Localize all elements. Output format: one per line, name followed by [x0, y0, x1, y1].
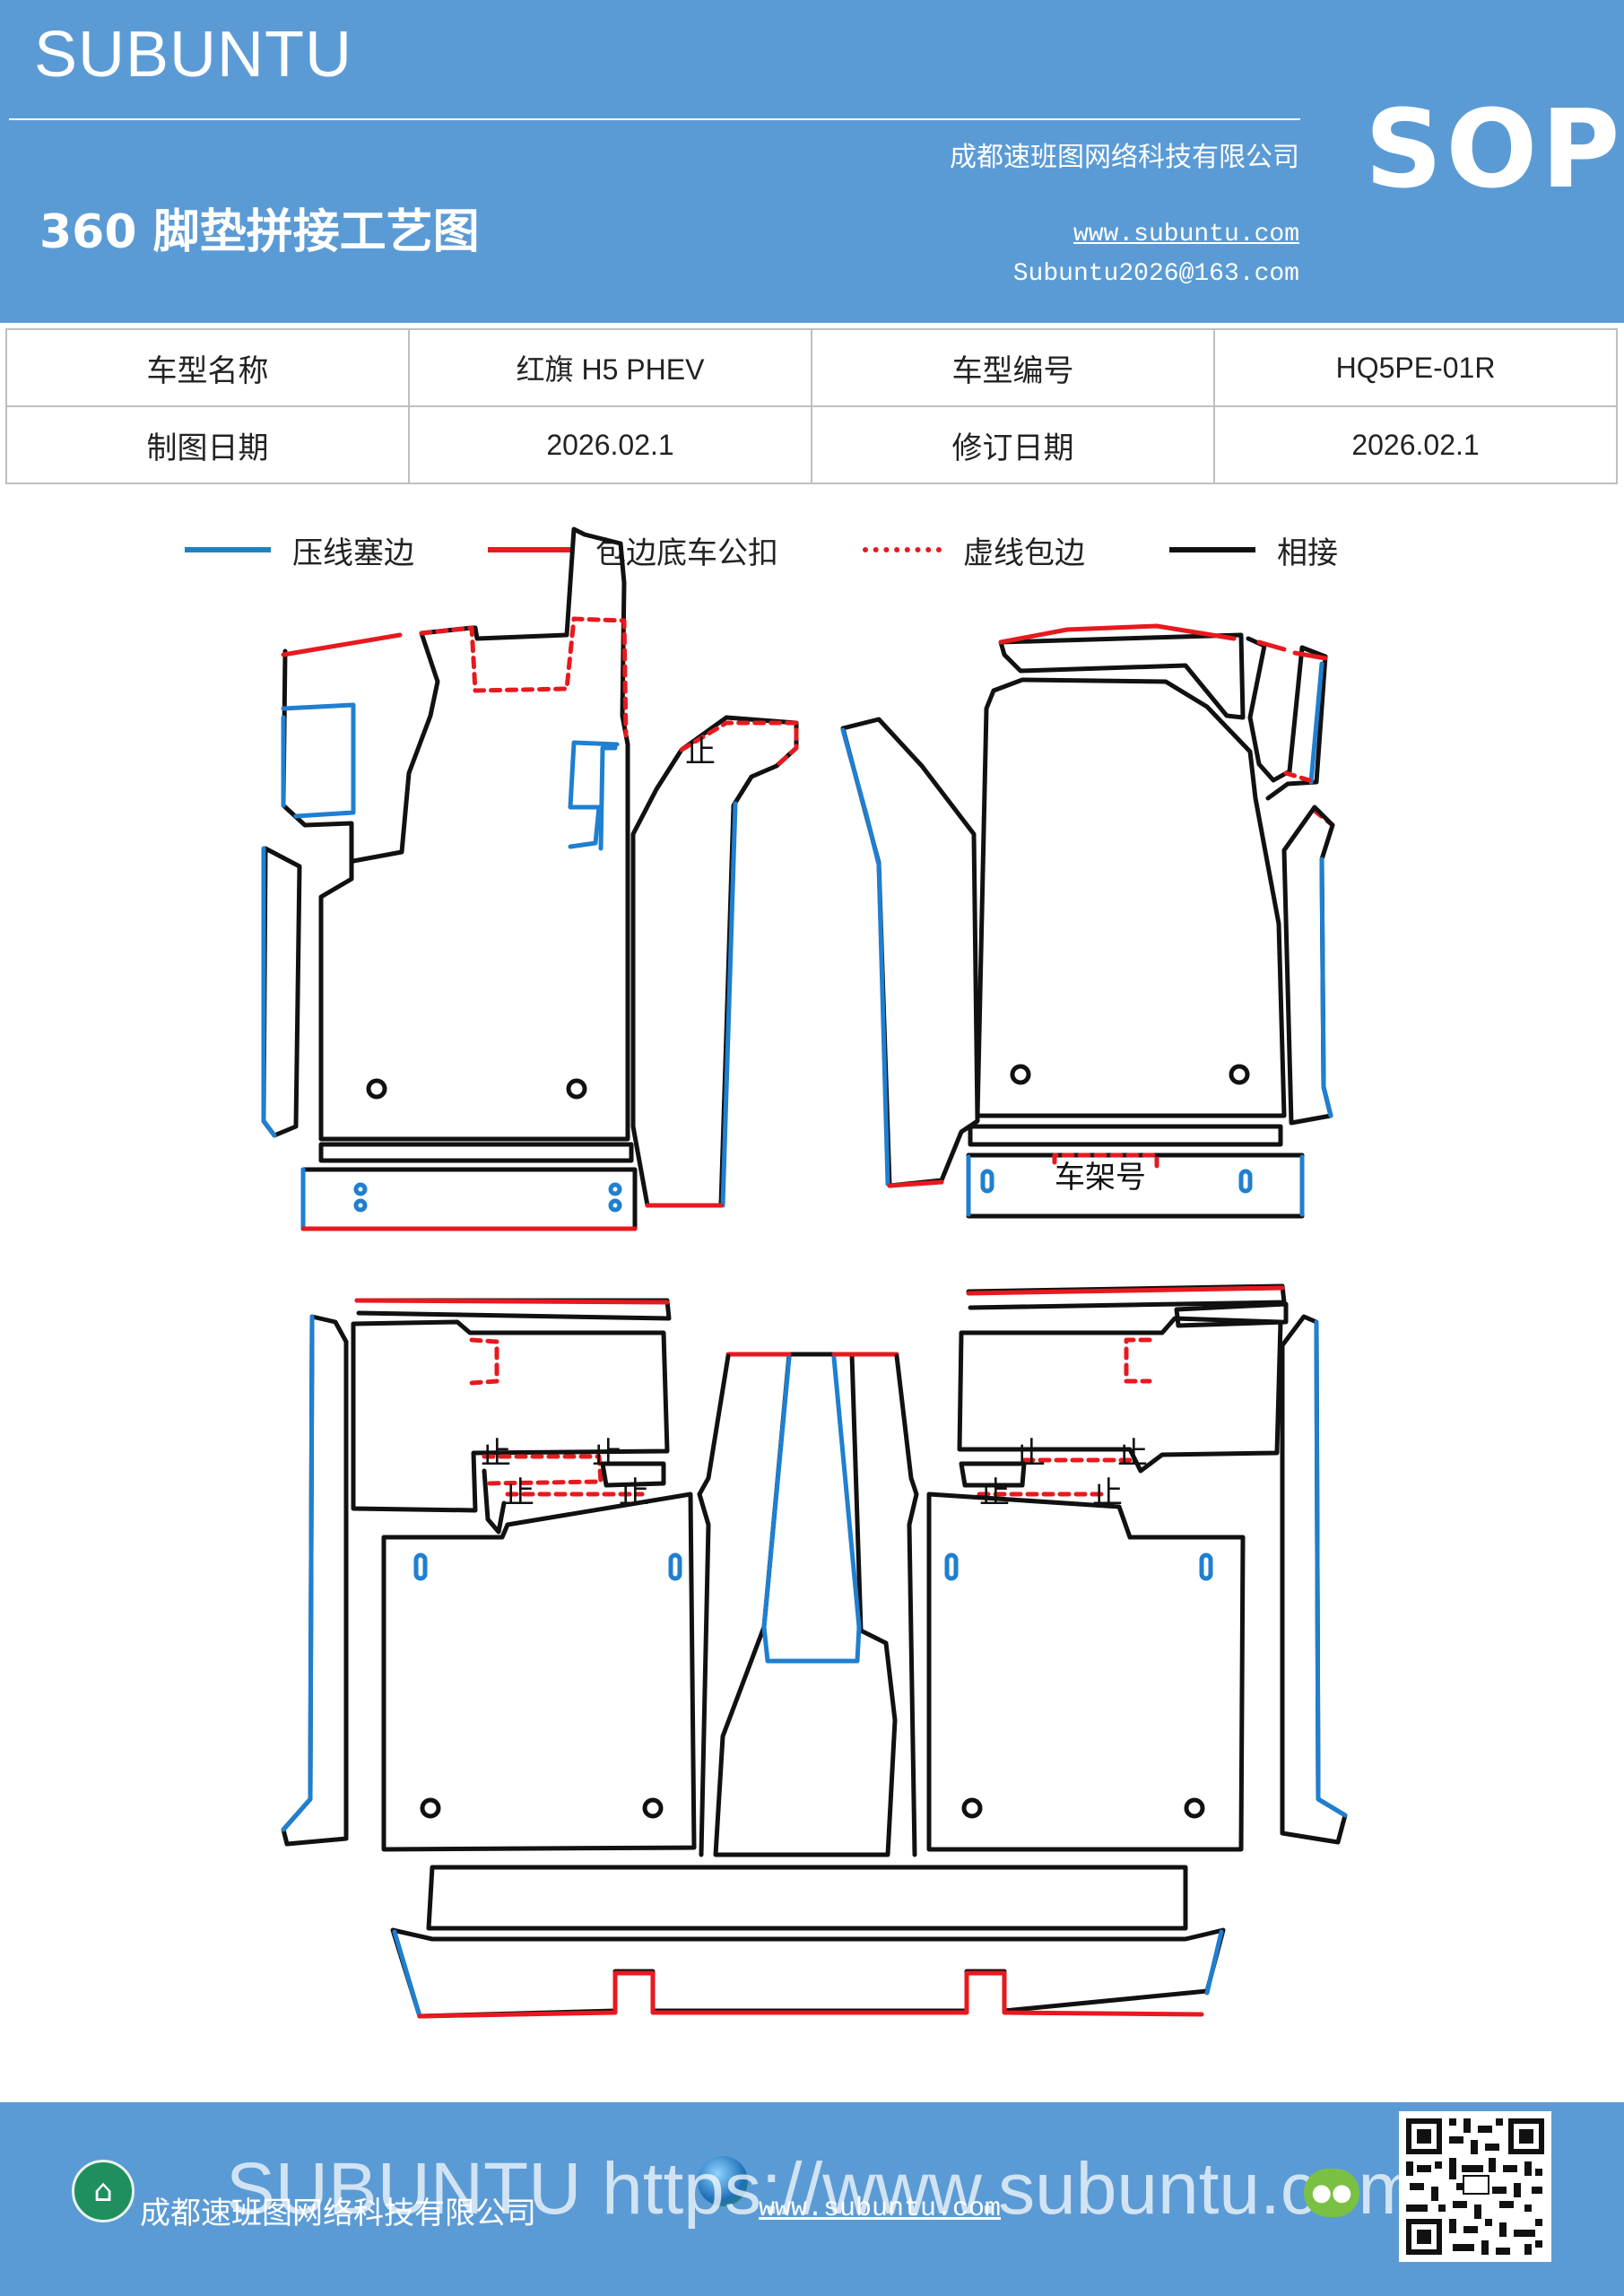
left-side-strip [261, 846, 302, 1138]
legend-item-joint: 相接 [1169, 527, 1338, 572]
stop-marks: 止 止 止 止 止 止 止 止 止 [481, 735, 1148, 1511]
center-tunnel-mat [697, 1352, 919, 1857]
model-name-label: 车型名称 [5, 328, 410, 407]
stop-mark: 止 [592, 1436, 622, 1472]
legend-swatch-red-dotted [863, 547, 942, 552]
header-divider [9, 118, 1300, 120]
rear-bar [390, 1865, 1226, 2019]
wechat-icon[interactable]: ●● [1304, 2169, 1359, 2217]
center-left-strip [630, 715, 799, 1208]
footer-company: 成都速班图网络科技有限公司 [140, 2196, 536, 2231]
legend-item-press-line: 压线塞边 [185, 527, 414, 572]
passenger-mat [975, 623, 1335, 1126]
revise-date-value: 2026.02.1 [1213, 405, 1618, 484]
passenger-heel-bar: 车架号 [966, 1124, 1305, 1219]
legend-swatch-black [1169, 547, 1255, 552]
qr-code-pattern [1406, 2118, 1544, 2255]
stop-mark: 止 [1092, 1475, 1123, 1511]
revise-date-label: 修订日期 [811, 405, 1215, 484]
globe-icon [698, 2156, 748, 2206]
rear-right-main-mat [926, 1492, 1246, 1852]
legend-item-dotted-edge: 虚线包边 [863, 527, 1085, 572]
footer-website-link[interactable]: www.subuntu.com [759, 2194, 1002, 2224]
center-right-strip [840, 717, 980, 1188]
stop-mark: 止 [1015, 1436, 1046, 1472]
sop-badge: SOP [1365, 88, 1624, 213]
building-icon: ⌂ [72, 2160, 135, 2222]
rear-left-main-mat [381, 1468, 697, 1852]
stop-mark: 止 [979, 1475, 1010, 1511]
stop-mark: 止 [619, 1475, 649, 1511]
header-email[interactable]: Subuntu2026@163.com [1012, 260, 1299, 288]
legend-label: 相接 [1277, 535, 1338, 571]
driver-heel-bar [300, 1142, 638, 1231]
legend-item-red-edge: 包边底车公扣 [488, 527, 778, 572]
table-row: 制图日期 2026.02.1 修订日期 2026.02.1 [5, 405, 1618, 484]
rear-left-side-strip [281, 1314, 349, 1847]
vin-label: 车架号 [1055, 1160, 1146, 1196]
rear-right-upper-mat [957, 1283, 1289, 1497]
model-code-value: HQ5PE-01R [1213, 328, 1618, 407]
legend-label: 包边底车公扣 [595, 535, 778, 571]
footer-watermark: SUBUNTU https://www.subuntu.com [226, 2148, 1420, 2230]
model-name-value: 红旗 H5 PHEV [408, 328, 812, 407]
stop-mark: 止 [685, 735, 716, 770]
page-title: 360 脚垫拼接工艺图 [39, 205, 480, 259]
legend-label: 压线塞边 [292, 535, 414, 571]
info-table: 车型名称 红旗 H5 PHEV 车型编号 HQ5PE-01R 制图日期 2026… [5, 328, 1618, 484]
table-row: 车型名称 红旗 H5 PHEV 车型编号 HQ5PE-01R [5, 328, 1618, 407]
draw-date-value: 2026.02.1 [408, 405, 812, 484]
qr-code[interactable] [1399, 2111, 1551, 2262]
header-banner [0, 0, 1624, 323]
stop-mark: 止 [504, 1475, 534, 1511]
stop-mark: 止 [1117, 1436, 1148, 1472]
stop-mark: 止 [481, 1436, 511, 1472]
brand-name: SUBUNTU [34, 19, 353, 91]
rear-right-side-strip [1280, 1314, 1348, 1845]
legend-label: 虚线包边 [963, 535, 1085, 571]
header-website-link[interactable]: www.subuntu.com [1073, 221, 1299, 248]
legend-swatch-blue [185, 547, 271, 552]
header-company: 成都速班图网络科技有限公司 [950, 142, 1299, 173]
driver-mat [281, 526, 630, 1142]
legend-swatch-red [488, 547, 574, 552]
draw-date-label: 制图日期 [5, 405, 410, 484]
model-code-label: 车型编号 [811, 328, 1215, 407]
rear-left-upper-mat [351, 1298, 672, 1513]
